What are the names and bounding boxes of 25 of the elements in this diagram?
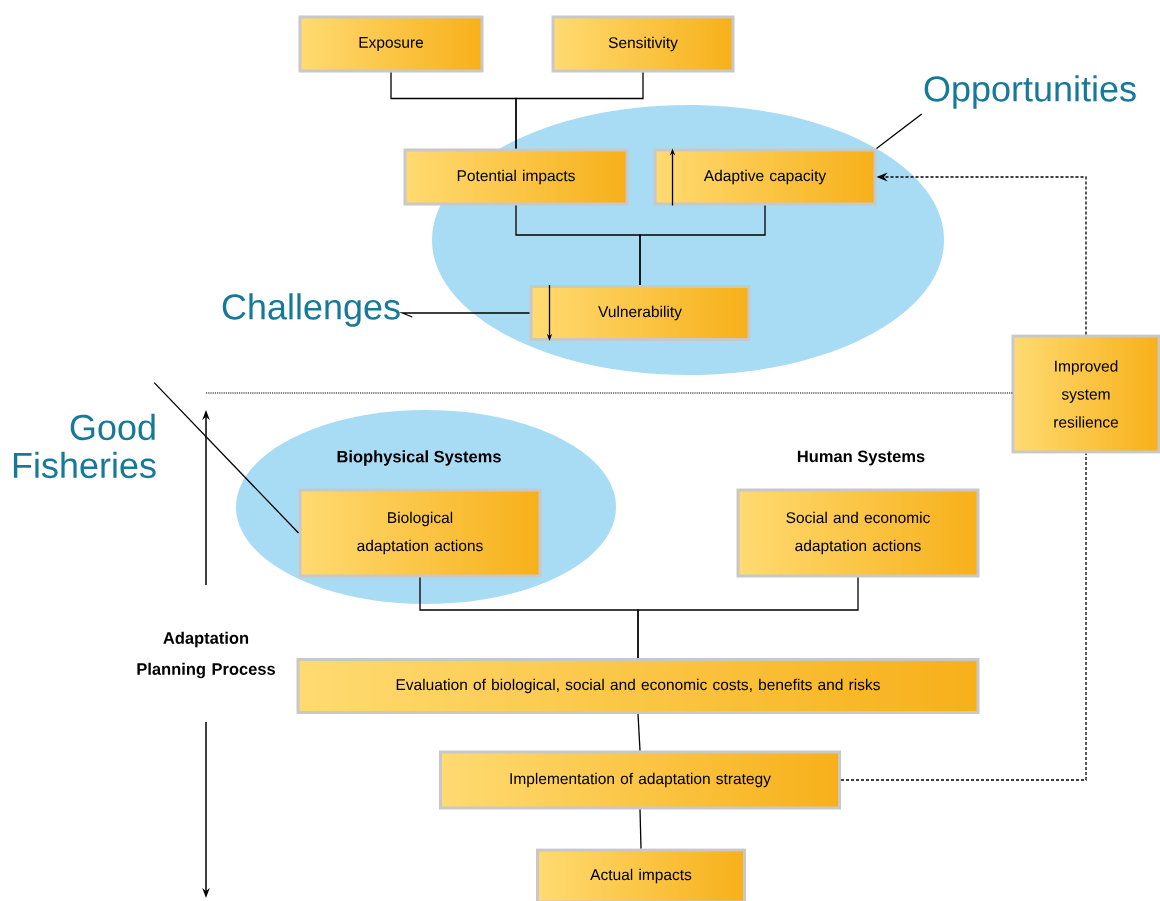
connector — [637, 713, 641, 752]
callout-text: Good Fisheries — [13, 413, 156, 479]
process-box: Biological adaptation actions — [298, 488, 542, 578]
leader-line — [153, 381, 300, 534]
leader-line — [398, 312, 531, 318]
process-box: Evaluation of biological, social and economic costs, benefits and risks — [296, 658, 980, 714]
process-box: Adaptive capacity — [653, 148, 877, 206]
heading: Human Systems — [797, 450, 925, 466]
callout-text: Opportunities — [924, 75, 1136, 109]
process-box: Social and economic adaptation actions — [736, 488, 980, 578]
process-box: Improved system resilience — [1011, 334, 1160, 454]
connector — [639, 808, 642, 850]
process-box: Potential impacts — [403, 148, 629, 206]
connector — [637, 576, 859, 659]
process-box: Actual impacts — [536, 848, 746, 901]
process-box: Exposure — [298, 15, 484, 73]
process-box: Vulnerability — [529, 285, 751, 341]
connector — [840, 452, 1087, 781]
process-box: Sensitivity — [551, 15, 735, 73]
callout-text: Challenges — [222, 293, 400, 327]
connector — [639, 204, 766, 286]
side-label: Adaptation Planning Process — [137, 631, 275, 679]
connector — [515, 71, 644, 150]
leader-line — [875, 113, 923, 150]
process-box: Implementation of adaptation strategy — [439, 750, 841, 810]
